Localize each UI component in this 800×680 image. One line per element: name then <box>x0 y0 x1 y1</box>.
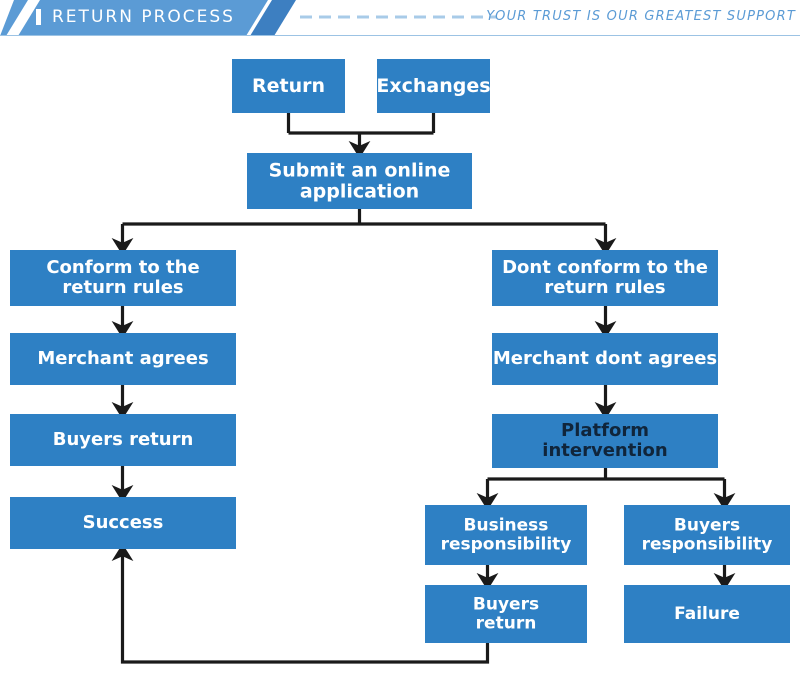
flow-node-box-platform[interactable] <box>492 414 718 468</box>
flow-node-box-merchant-agrees[interactable] <box>10 333 236 385</box>
connector-layer <box>111 113 736 664</box>
flow-node-failure[interactable]: Failure <box>624 585 790 643</box>
header-bar-icon <box>36 9 41 25</box>
header-banner-main <box>0 0 268 36</box>
header-slash-icon <box>6 0 40 36</box>
flow-node-box-buyers-return-left[interactable] <box>10 414 236 466</box>
flow-node-box-conform[interactable] <box>10 250 236 306</box>
flow-node-box-success[interactable] <box>10 497 236 549</box>
flow-node-exchanges[interactable]: Exchanges <box>376 59 491 113</box>
flow-node-success[interactable]: Success <box>10 497 236 549</box>
flow-node-buyers-return-left[interactable]: Buyers return <box>10 414 236 466</box>
flow-node-box-dont-conform[interactable] <box>492 250 718 306</box>
page-title: RETURN PROCESS <box>52 7 235 27</box>
header-banner-graphic <box>0 0 800 36</box>
flow-node-box-business-resp[interactable] <box>425 505 587 565</box>
flow-node-box-return[interactable] <box>232 59 345 113</box>
header-accent-chevron-icon <box>250 0 296 36</box>
flow-node-box-exchanges[interactable] <box>377 59 490 113</box>
flow-node-merchant-agrees[interactable]: Merchant agrees <box>10 333 236 385</box>
flow-node-box-failure[interactable] <box>624 585 790 643</box>
flow-node-box-merchant-dont-agrees[interactable] <box>492 333 718 385</box>
header-banner: RETURN PROCESS YOUR TRUST IS OUR GREATES… <box>0 0 800 36</box>
flow-node-box-submit[interactable] <box>247 153 472 209</box>
header-tagline: YOUR TRUST IS OUR GREATEST SUPPORT <box>486 9 796 24</box>
connector-feedback-loop-to-success <box>111 543 490 664</box>
flow-node-merchant-dont-agrees[interactable]: Merchant dont agrees <box>492 333 718 385</box>
flow-node-return[interactable]: Return <box>232 59 345 113</box>
flow-node-box-buyers-return-right[interactable] <box>425 585 587 643</box>
flow-node-box-buyers-resp[interactable] <box>624 505 790 565</box>
